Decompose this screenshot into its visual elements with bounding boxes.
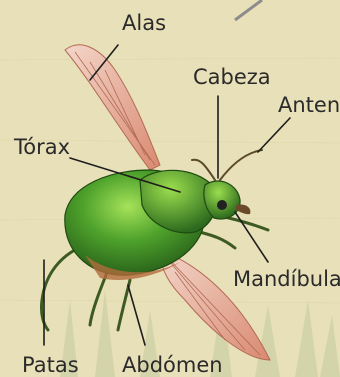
label-mandible: Mandíbula: [233, 267, 340, 291]
label-wings: Alas: [122, 11, 166, 35]
beetle-eye: [217, 200, 227, 210]
label-legs: Patas: [22, 353, 79, 377]
label-antenna: Antena: [278, 93, 340, 117]
label-abdomen: Abdómen: [122, 353, 223, 377]
label-head: Cabeza: [193, 65, 271, 89]
label-thorax: Tórax: [13, 135, 70, 159]
